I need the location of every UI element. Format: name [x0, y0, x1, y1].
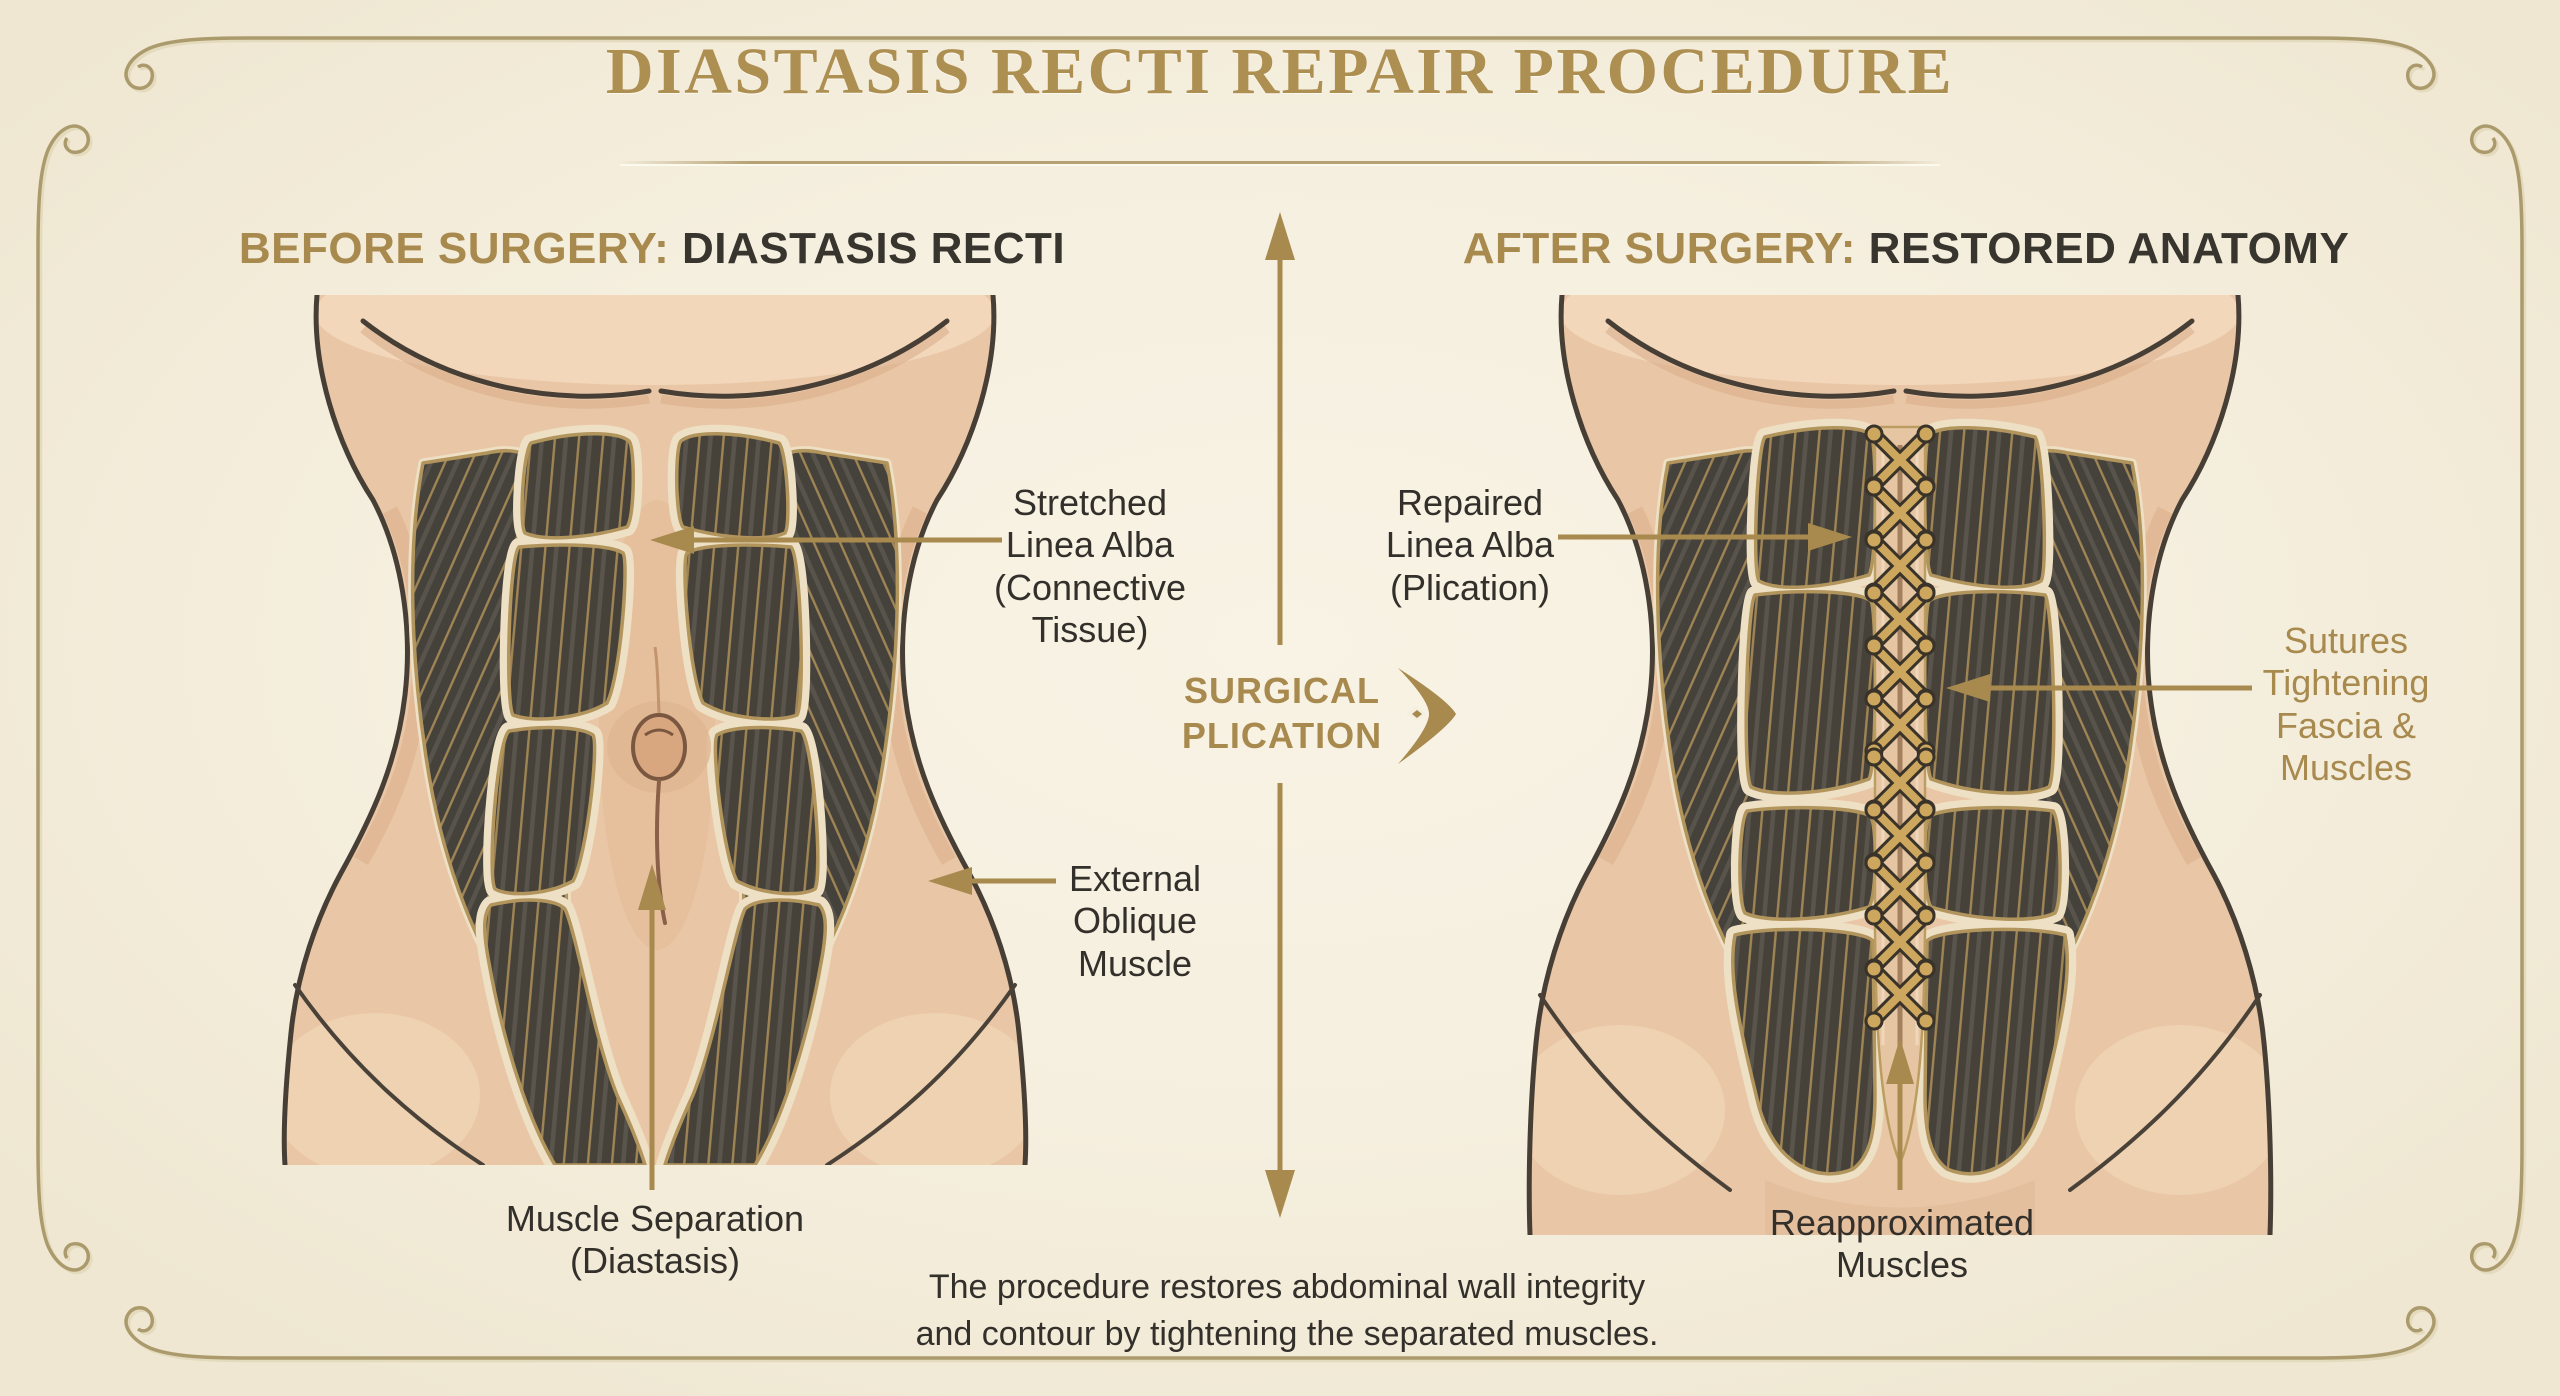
breast-curve-left: [360, 318, 652, 399]
plication-chevron-icon: [1398, 668, 1456, 764]
pelvic-crease-left: [1538, 993, 1732, 1192]
body-outline-left: [281, 295, 410, 1165]
stretched-linea-alba-pointer-icon: [650, 526, 1002, 554]
label-stretched-linea-alba: Stretched Linea Alba (Connective Tissue): [993, 482, 1187, 651]
label-reapproximated-muscles: Reapproximated Muscles: [1769, 1202, 2035, 1286]
after-heading-prefix: AFTER SURGERY:: [1462, 224, 1856, 273]
up-down-arrow-icon: [1265, 212, 1295, 1218]
body-outline-right: [2145, 295, 2274, 1235]
pelvic-crease-left: [293, 983, 485, 1165]
after-torso-illustration: [1526, 295, 2274, 1235]
title-underline: [620, 161, 1940, 164]
body-outline-left: [1526, 295, 1655, 1235]
before-heading-prefix: BEFORE SURGERY:: [238, 224, 670, 273]
reapproximated-pointer-icon: [1886, 1038, 1914, 1190]
body-outline-right: [900, 295, 1029, 1165]
label-surgical-plication: SURGICAL PLICATION: [1181, 670, 1383, 756]
pelvic-crease-right: [825, 983, 1017, 1165]
before-heading-main: DIASTASIS RECTI: [682, 224, 1066, 273]
page-title: DIASTASIS RECTI REPAIR PROCEDURE: [605, 35, 1955, 108]
label-repaired-linea-alba: Repaired Linea Alba (Plication): [1385, 482, 1555, 608]
after-heading: AFTER SURGERY: RESTORED ANATOMY: [1463, 224, 2350, 274]
before-heading: BEFORE SURGERY: DIASTASIS RECTI: [239, 224, 1065, 274]
before-torso-illustration: [281, 295, 1029, 1165]
pelvic-crease-right: [2068, 993, 2262, 1192]
breast-curve-right: [1903, 318, 2195, 399]
repaired-linea-alba-pointer-icon: [1558, 523, 1852, 551]
label-muscle-separation: Muscle Separation (Diastasis): [505, 1198, 805, 1282]
muscle-separation-pointer-icon: [638, 864, 666, 1190]
breast-curve-right: [658, 318, 950, 399]
label-external-oblique: External Oblique Muscle: [1068, 858, 1202, 984]
label-sutures-tightening: Sutures Tightening Fascia & Muscles: [2262, 620, 2430, 789]
navel: [607, 646, 711, 925]
after-heading-main: RESTORED ANATOMY: [1868, 224, 2350, 273]
sutures-pointer-icon: [1946, 674, 2252, 702]
external-oblique-pointer-icon: [928, 867, 1056, 895]
footer-caption: The procedure restores abdominal wall in…: [915, 1268, 1659, 1353]
breast-curve-left: [1605, 318, 1897, 399]
